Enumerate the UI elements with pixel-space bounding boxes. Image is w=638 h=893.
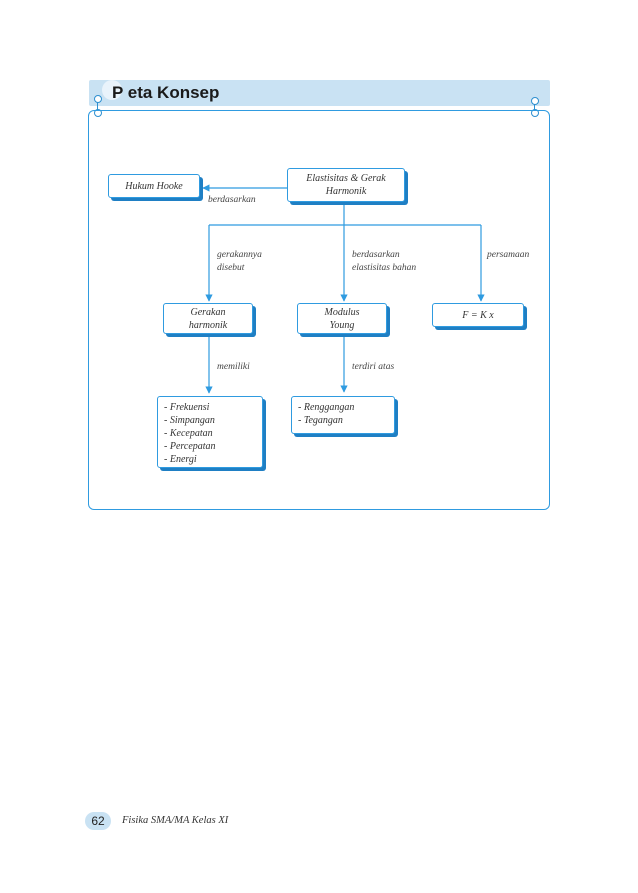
box-hukum-hooke: Hukum Hooke bbox=[108, 174, 200, 198]
box-gerakan-line2: harmonik bbox=[188, 319, 228, 331]
page-number: 62 bbox=[85, 812, 111, 830]
list-item: - Percepatan bbox=[164, 441, 216, 452]
pin-left-bottom-icon bbox=[94, 109, 102, 117]
concept-map-frame bbox=[88, 110, 550, 510]
box-formula: F = K x bbox=[432, 303, 524, 327]
list-item: - Energi bbox=[164, 454, 197, 465]
box-gerakan-harmonik: Gerakan harmonik bbox=[163, 303, 253, 334]
list-item: - Simpangan bbox=[164, 415, 215, 426]
label-terdiri-atas: terdiri atas bbox=[352, 362, 395, 372]
label-persamaan: persamaan bbox=[487, 250, 530, 260]
box-modulus-list: - Renggangan - Tegangan bbox=[291, 396, 395, 434]
label-gerakannya-2: disebut bbox=[217, 263, 245, 273]
label-berdasarkan-elast-1: berdasarkan bbox=[352, 250, 400, 260]
list-item: - Renggangan bbox=[298, 402, 355, 413]
box-hukum-hooke-text: Hukum Hooke bbox=[125, 180, 183, 192]
box-formula-text: F = K x bbox=[462, 309, 494, 321]
box-gerakan-line1: Gerakan bbox=[190, 306, 226, 318]
title-decoration bbox=[102, 80, 122, 100]
section-header-bar bbox=[89, 80, 550, 106]
box-elastisitas-line1: Elastisitas & Gerak bbox=[306, 173, 386, 184]
label-berdasarkan: berdasarkan bbox=[208, 195, 256, 205]
box-modulus-line1: Modulus bbox=[324, 306, 360, 318]
box-modulus-line2: Young bbox=[329, 319, 355, 331]
pin-right-top-icon bbox=[531, 97, 539, 105]
list-item: - Kecepatan bbox=[164, 428, 213, 439]
label-memiliki: memiliki bbox=[217, 362, 250, 372]
box-gerakan-list: - Frekuensi - Simpangan - Kecepatan - Pe… bbox=[157, 396, 263, 468]
pin-right-line bbox=[534, 104, 535, 110]
pin-right-bottom-icon bbox=[531, 109, 539, 117]
box-modulus-young: Modulus Young bbox=[297, 303, 387, 334]
list-item: - Tegangan bbox=[298, 415, 343, 426]
label-gerakannya-1: gerakannya bbox=[217, 250, 262, 260]
label-berdasarkan-elast-2: elastisitas bahan bbox=[352, 263, 417, 273]
list-item: - Frekuensi bbox=[164, 402, 210, 413]
book-title: Fisika SMA/MA Kelas XI bbox=[122, 815, 229, 826]
box-elastisitas: Elastisitas & Gerak Harmonik bbox=[287, 168, 405, 202]
box-elastisitas-line2: Harmonik bbox=[325, 186, 367, 197]
page-title: P eta Konsep bbox=[112, 83, 220, 102]
pin-left-line bbox=[97, 102, 98, 110]
pin-left-top-icon bbox=[94, 95, 102, 103]
